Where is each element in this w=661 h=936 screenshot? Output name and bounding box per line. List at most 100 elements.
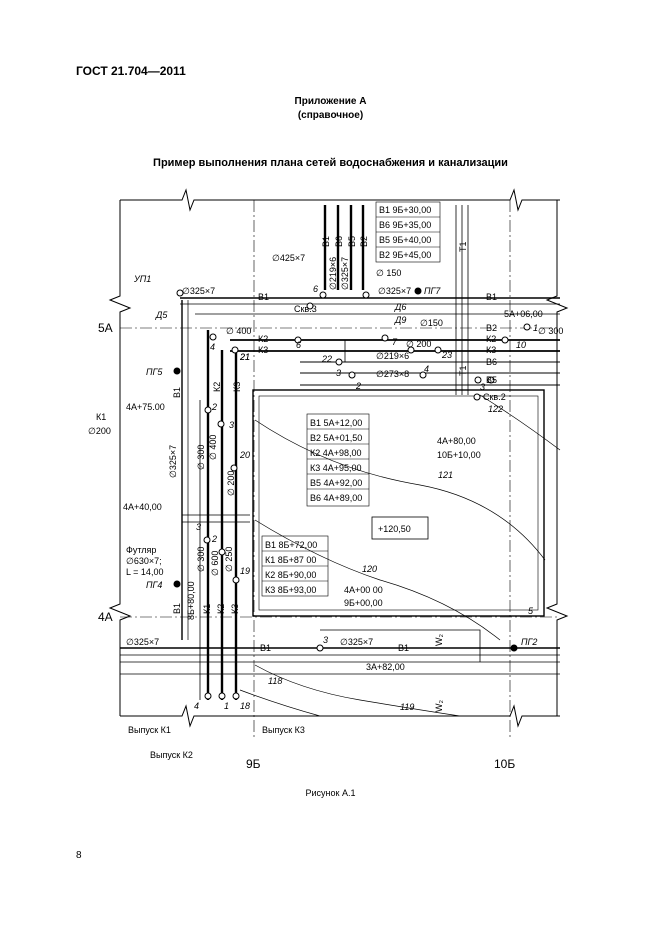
label-b1-low: В1 <box>260 643 271 653</box>
label-vypusk-k2: Выпуск К2 <box>150 750 193 760</box>
label-d325-v: ∅325×7 <box>168 445 178 478</box>
label-d300-r: ∅ 300 <box>538 326 563 336</box>
label-coord-4a40: 4А+40,00 <box>123 502 162 512</box>
label-k3-r: К3 <box>486 345 496 355</box>
appendix-subtitle: (справочное) <box>297 110 364 121</box>
label-k2-v: К2 <box>212 382 222 392</box>
label-d219-h: ∅219×6 <box>376 351 409 361</box>
label-coord-9b00: 9Б+00,00 <box>344 598 383 608</box>
node-number: 3 <box>196 522 201 532</box>
label-k1-low: К1 <box>202 604 212 614</box>
node-number: 21 <box>239 352 250 362</box>
label-pg2: ПГ2 <box>521 637 537 647</box>
standard-header: ГОСТ 21.704—2011 <box>76 64 186 78</box>
label-d5: Д5 <box>155 310 168 320</box>
node-number: 6 <box>296 340 301 350</box>
drawing-title: Пример выполнения плана сетей водоснабже… <box>153 157 508 169</box>
label-v-b6: В6 <box>334 236 344 247</box>
node-number: 6 <box>313 284 318 294</box>
label-b1-h1: В1 <box>258 292 269 302</box>
label-d273: ∅273×8 <box>376 369 409 379</box>
label-up1: УП1 <box>133 274 151 284</box>
node-number: 1 <box>224 701 229 711</box>
label-d325-pg2: ∅325×7 <box>340 637 373 647</box>
label-v-d325: ∅325×7 <box>340 257 350 290</box>
table-low-row: К1 8Б+87 00 <box>265 555 316 565</box>
table-mid-row: К2 4А+98,00 <box>310 448 362 458</box>
label-v-b2: В2 <box>359 236 369 247</box>
label-b1-vertical-low: В1 <box>172 603 182 614</box>
label-vypusk-k1: Выпуск К1 <box>128 725 171 735</box>
table-mid-row: В6 4А+89,00 <box>310 493 362 503</box>
label-coord-3a82: 3А+82,00 <box>366 662 405 672</box>
label-skv2: Скв.2 <box>483 392 506 402</box>
axis-10b: 10Б <box>494 757 515 771</box>
node-number: 10 <box>516 340 526 350</box>
label-k3-h: К3 <box>258 345 268 355</box>
axis-4a: 4А <box>98 610 113 624</box>
node-number: 1 <box>533 323 538 333</box>
node-number: 3 <box>480 382 485 392</box>
table-mid-row: В1 5А+12,00 <box>310 418 362 428</box>
node-number: 18 <box>240 701 250 711</box>
label-pg5: ПГ5 <box>146 367 163 377</box>
label-d300-v: ∅ 300 <box>196 445 206 470</box>
table-top-row: В6 9Б+35,00 <box>379 220 431 230</box>
label-b6-r: В6 <box>486 357 497 367</box>
label-k2-low: К2 <box>216 604 226 614</box>
label-k2-h: К2 <box>258 334 268 344</box>
appendix-title: Приложение А <box>294 96 367 107</box>
label-d200-h: ∅ 200 <box>406 339 431 349</box>
label-coord-4a80: 4А+80,00 <box>437 436 476 446</box>
label-d425: ∅425×7 <box>272 253 305 263</box>
label-contour-120: 120 <box>362 564 377 574</box>
label-d200-v: ∅ 200 <box>226 471 236 496</box>
node-number: 3 <box>323 635 328 645</box>
label-b2-r: В2 <box>486 323 497 333</box>
table-mid-row: В5 4А+92,00 <box>310 478 362 488</box>
label-pg4: ПГ4 <box>146 580 162 590</box>
label-v-d219: ∅219×6 <box>328 257 338 290</box>
label-b5-r: В5 <box>486 375 497 385</box>
node-number: 2 <box>211 402 217 412</box>
table-low-row: В1 8Б+72,00 <box>265 540 317 550</box>
table-top-row: В1 9Б+30,00 <box>379 205 431 215</box>
label-k1: К1 <box>96 412 106 422</box>
label-v-b5: В5 <box>347 236 357 247</box>
label-k3-v: К3 <box>232 382 242 392</box>
node-number: 3 <box>229 420 234 430</box>
label-t1-b: Т1 <box>458 365 468 376</box>
node-number: 2 <box>211 534 217 544</box>
label-d325-top: ∅325×7 <box>182 286 215 296</box>
node-number: 7 <box>392 337 398 347</box>
label-w2-a: W₂ <box>434 634 444 646</box>
label-b1-pg2: В1 <box>398 643 409 653</box>
table-mid-row: К3 4А+95,00 <box>310 463 362 473</box>
label-coord-10b10: 10Б+10,00 <box>437 450 481 460</box>
node-number: 5 <box>528 606 534 616</box>
label-contour-122: 122 <box>488 404 503 414</box>
label-k1-coord: 4А+75.00 <box>126 402 165 412</box>
axis-5a: 5А <box>98 321 113 335</box>
label-coord-5a06: 5А+06,00 <box>504 309 543 319</box>
node-number: 21 <box>239 352 250 362</box>
label-coord-4a00: 4А+00 00 <box>344 585 383 595</box>
node-number: 4 <box>424 364 429 374</box>
node-number: 4 <box>194 701 199 711</box>
label-w2-b: W₂ <box>434 700 444 712</box>
node-number: 23 <box>441 350 452 360</box>
label-d400-v: ∅ 400 <box>208 435 218 460</box>
label-contour-118: 118 <box>268 676 282 686</box>
label-d250-b: ∅ 250 <box>224 547 234 572</box>
label-d150-b: ∅150 <box>420 318 443 328</box>
label-d325-mid: ∅325×7 <box>378 286 411 296</box>
table-mid-row: В2 5А+01,50 <box>310 433 362 443</box>
label-b1-h2: В1 <box>486 292 497 302</box>
label-k2-r: К2 <box>486 334 496 344</box>
label-d6: Д6 <box>394 302 406 312</box>
table-low-row: К2 8Б+90,00 <box>265 570 316 580</box>
table-top-row: В2 9Б+45,00 <box>379 250 431 260</box>
node-number: 19 <box>240 566 250 576</box>
label-b1-8b80: 8Б+80,00 <box>186 581 196 620</box>
label-futlyar-len: L = 14,00 <box>126 567 163 577</box>
